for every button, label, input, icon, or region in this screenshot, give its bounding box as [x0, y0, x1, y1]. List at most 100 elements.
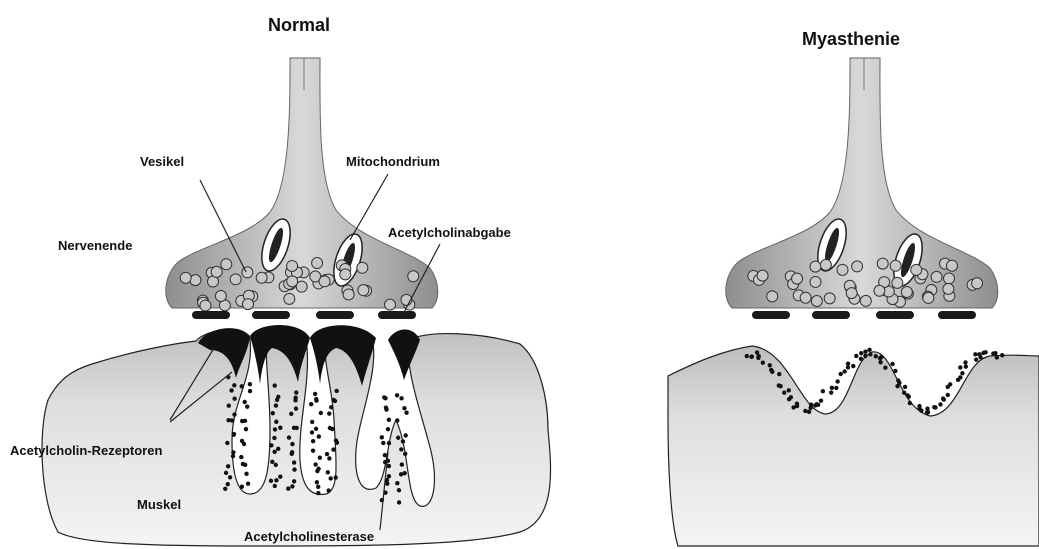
receptor-dot [274, 463, 278, 467]
receptor-dot [883, 366, 887, 370]
receptor-dot [289, 412, 293, 416]
receptor-dot [333, 399, 337, 403]
receptor-dot [803, 409, 807, 413]
receptor-dot [242, 442, 246, 446]
receptor-dot [314, 427, 318, 431]
receptor-dot [851, 364, 855, 368]
vesicle [877, 258, 888, 269]
receptor-dot [278, 426, 282, 430]
receptor-dot [807, 410, 811, 414]
receptor-dot [878, 356, 882, 360]
vesicle [243, 299, 254, 310]
receptor-dot [819, 398, 823, 402]
vesicle [312, 258, 323, 269]
myasthenia-muscle [668, 346, 1039, 546]
receptor-dot [223, 487, 227, 491]
receptor-dot [395, 418, 399, 422]
receptor-dot [874, 354, 878, 358]
receptor-dot [325, 452, 329, 456]
receptor-dot [311, 439, 315, 443]
receptor-dot [310, 420, 314, 424]
receptor-dot [232, 397, 236, 401]
receptor-dot [925, 410, 929, 414]
receptor-dot [903, 385, 907, 389]
receptor-dot [227, 404, 231, 408]
receptor-dot [1000, 353, 1004, 357]
vesicle [824, 293, 835, 304]
vesicle [901, 286, 912, 297]
receptor-dot [834, 386, 838, 390]
receptor-dot [973, 352, 977, 356]
vesicle [837, 264, 848, 275]
receptor-dot [334, 389, 338, 393]
receptor-dot [224, 471, 228, 475]
receptor-dot [316, 485, 320, 489]
receptor-dot [777, 372, 781, 376]
receptor-dot [895, 384, 899, 388]
receptor-dot [314, 398, 318, 402]
vesicle [319, 276, 330, 287]
vesicle [180, 272, 191, 283]
receptor-dot [768, 363, 772, 367]
vesicle [408, 271, 419, 282]
vesicle-label: Vesikel [140, 155, 184, 168]
receptor-dot [867, 348, 871, 352]
receptor-dot [395, 481, 399, 485]
vesicle [215, 291, 226, 302]
receptor-dot [893, 369, 897, 373]
receptor-dot [397, 488, 401, 492]
vesicle [230, 274, 241, 285]
receptor-dot [830, 386, 834, 390]
vesicle [911, 264, 922, 275]
normal-panel [42, 58, 551, 546]
receptor-dot [387, 474, 391, 478]
receptor-dot [334, 475, 338, 479]
receptor-dot [293, 398, 297, 402]
vesicle [284, 293, 295, 304]
acetylcholinesterase-label: Acetylcholinesterase [244, 530, 374, 543]
vesicle [852, 261, 863, 272]
vesicle [874, 285, 885, 296]
receptor-dot [404, 433, 408, 437]
vesicle [811, 295, 822, 306]
receptor-dot [273, 484, 277, 488]
myasthenia-release-zones [752, 311, 976, 319]
receptor-dot [232, 412, 236, 416]
receptor-dot [761, 360, 765, 364]
receptor-dot [749, 355, 753, 359]
receptor-dot [842, 369, 846, 373]
receptor-dot [315, 480, 319, 484]
receptor-dot [863, 354, 867, 358]
receptor-dot [248, 389, 252, 393]
vesicle [190, 275, 201, 286]
receptor-dot [981, 351, 985, 355]
receptor-dot [400, 462, 404, 466]
receptor-dot [854, 354, 858, 358]
receptor-dot [974, 357, 978, 361]
receptor-dot [244, 472, 248, 476]
receptor-dot [290, 484, 294, 488]
receptor-dot [316, 491, 320, 495]
vesicle [810, 276, 821, 287]
normal-panel-title: Normal [268, 16, 330, 34]
receptor-dot [313, 392, 317, 396]
receptor-dot [228, 475, 232, 479]
receptor-dot [878, 360, 882, 364]
receptor-dot [274, 478, 278, 482]
receptor-dot [294, 426, 298, 430]
vesicle [211, 266, 222, 277]
receptor-dot [290, 450, 294, 454]
receptor-dot [269, 479, 273, 483]
receptor-dot [782, 390, 786, 394]
receptor-dot [859, 351, 863, 355]
vesicle [810, 261, 821, 272]
receptor-dot [396, 436, 400, 440]
vesicle [340, 269, 351, 280]
nerve-ending-label: Nervenende [58, 239, 132, 252]
receptor-dot [814, 402, 818, 406]
receptor-dot [231, 433, 235, 437]
receptor-dot [933, 405, 937, 409]
myasthenia-nerve-terminal [726, 58, 998, 308]
receptor-dot [395, 393, 399, 397]
receptor-dot [278, 474, 282, 478]
